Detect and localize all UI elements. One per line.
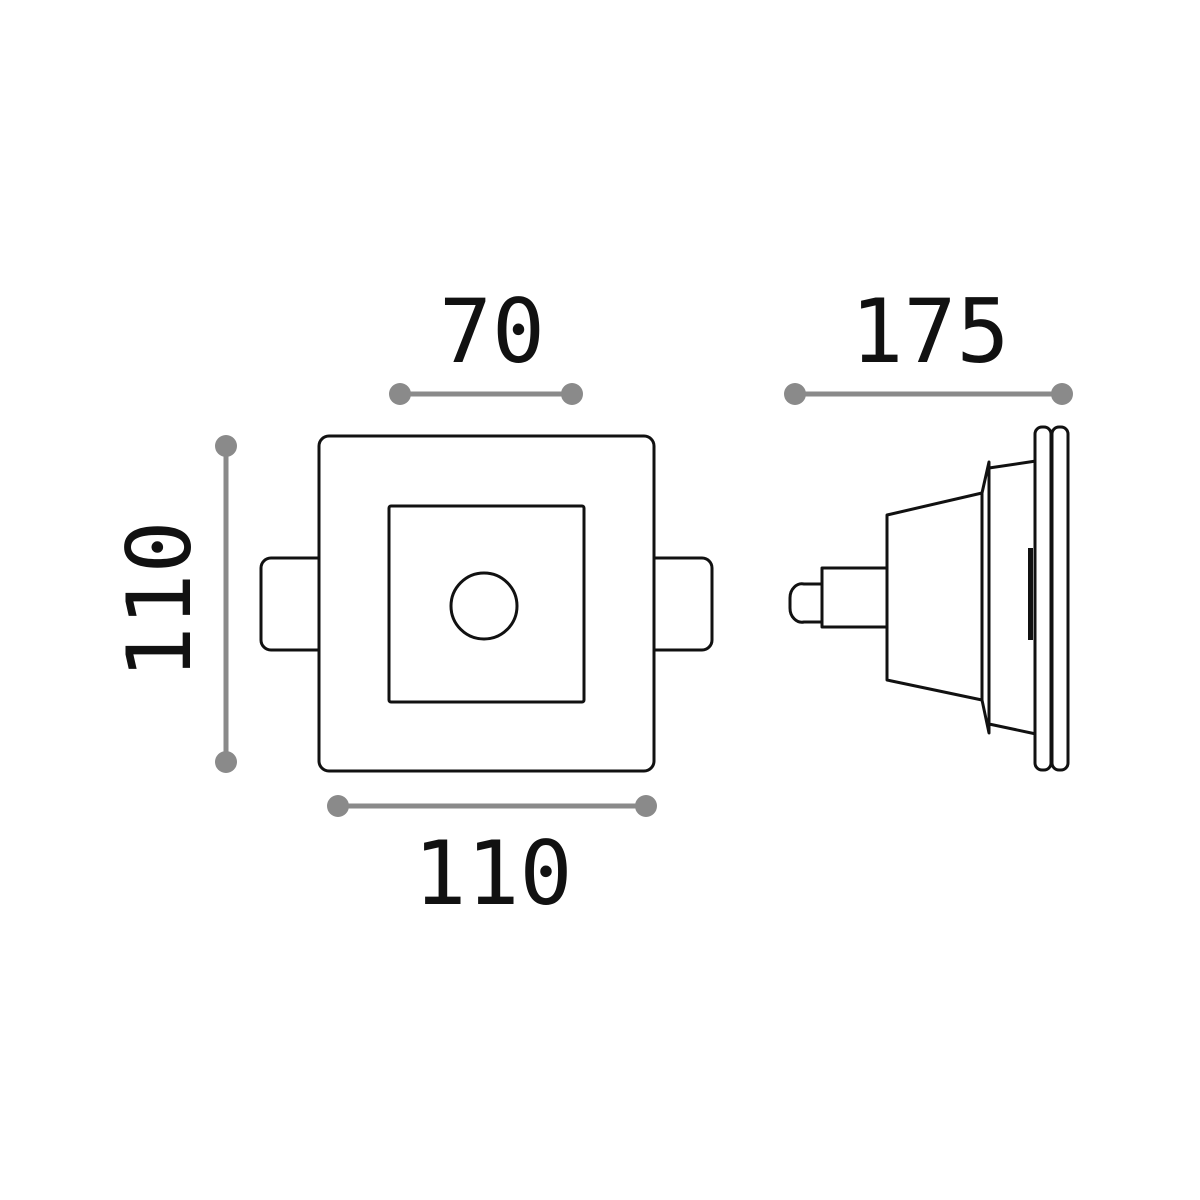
lens-circle [449,571,519,641]
cone-step [980,460,991,735]
cone-body [885,491,984,702]
flange-rear [1050,425,1070,772]
connector [788,582,824,624]
dimension-height-110 [215,435,237,773]
dimension-label-width-110: 110 [414,822,573,925]
flange-front [1033,425,1053,772]
dimension-175 [784,383,1073,405]
dimension-width-110 [327,795,657,817]
dimension-label-height-110: 110 [108,521,211,680]
dimension-label-70: 70 [439,280,545,383]
front-view [259,434,714,773]
dimension-70 [389,383,583,405]
side-view [788,425,1070,772]
slot-mark [1028,548,1033,640]
dimension-label-175: 175 [851,280,1010,383]
stem [820,566,889,629]
